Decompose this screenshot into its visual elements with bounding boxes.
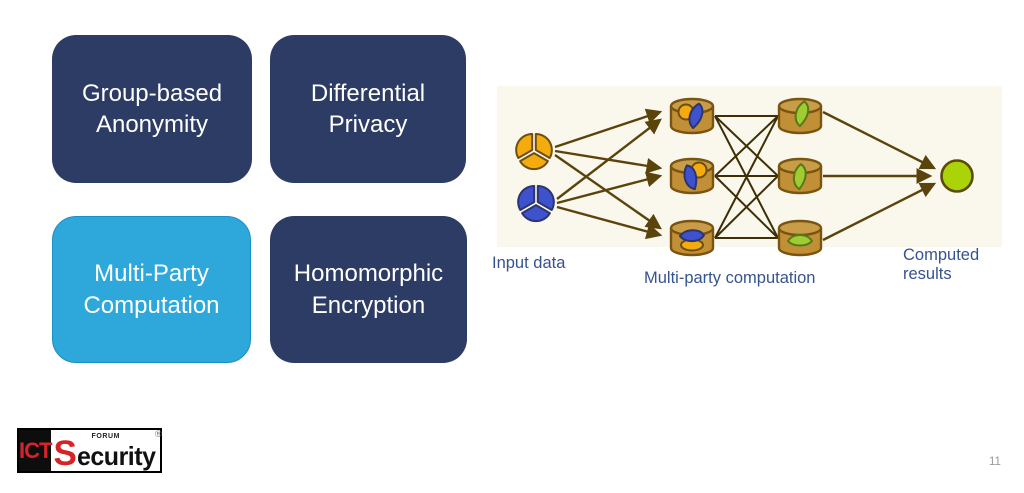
registered-trademark-icon: ® (154, 429, 162, 439)
logo-security-rest: ecurity (76, 441, 156, 471)
box-multi-party-computation: Multi-Party Computation (52, 216, 251, 363)
logo-forum-text: FORUM (91, 433, 121, 440)
mpc-diagram (515, 97, 974, 257)
box-group-based-anonymity-label: Group-based Anonymity (81, 79, 223, 138)
result-database-3-icon (777, 219, 823, 257)
share-database-3-icon (669, 219, 715, 257)
box-group-based-anonymity: Group-based Anonymity (52, 35, 252, 183)
exchange-lines (714, 115, 779, 239)
logo-security-initial: S (53, 433, 77, 473)
diagram-label-computed-results: Computed results (903, 246, 980, 283)
box-homomorphic-encryption: Homomorphic Encryption (270, 216, 467, 363)
ict-security-forum-logo: ICT S ecurity FORUM ® (17, 428, 162, 473)
share-database-1-icon (669, 97, 715, 135)
mpc-diagram-background (497, 86, 1002, 247)
result-database-2-icon (777, 157, 823, 195)
yellow-pie-input-icon (515, 132, 553, 171)
share-database-2-icon (669, 157, 715, 195)
input-arrows (554, 108, 663, 240)
slide-page-number: 11 (989, 456, 1001, 468)
box-differential-privacy-label: Differential Privacy (310, 79, 426, 138)
computed-result-circle-icon (940, 159, 974, 193)
diagram-label-multi-party-computation: Multi-party computation (644, 269, 816, 287)
logo-security-text: S ecurity FORUM ® (51, 429, 162, 473)
box-differential-privacy: Differential Privacy (270, 35, 466, 183)
result-database-1-icon (777, 97, 823, 135)
logo-ict-text: ICT (19, 430, 52, 471)
diagram-label-input-data: Input data (492, 254, 566, 272)
box-multi-party-computation-label: Multi-Party Computation (83, 260, 220, 319)
blue-pie-input-icon (517, 184, 555, 223)
box-homomorphic-encryption-label: Homomorphic Encryption (293, 260, 444, 319)
output-arrows (822, 110, 937, 242)
